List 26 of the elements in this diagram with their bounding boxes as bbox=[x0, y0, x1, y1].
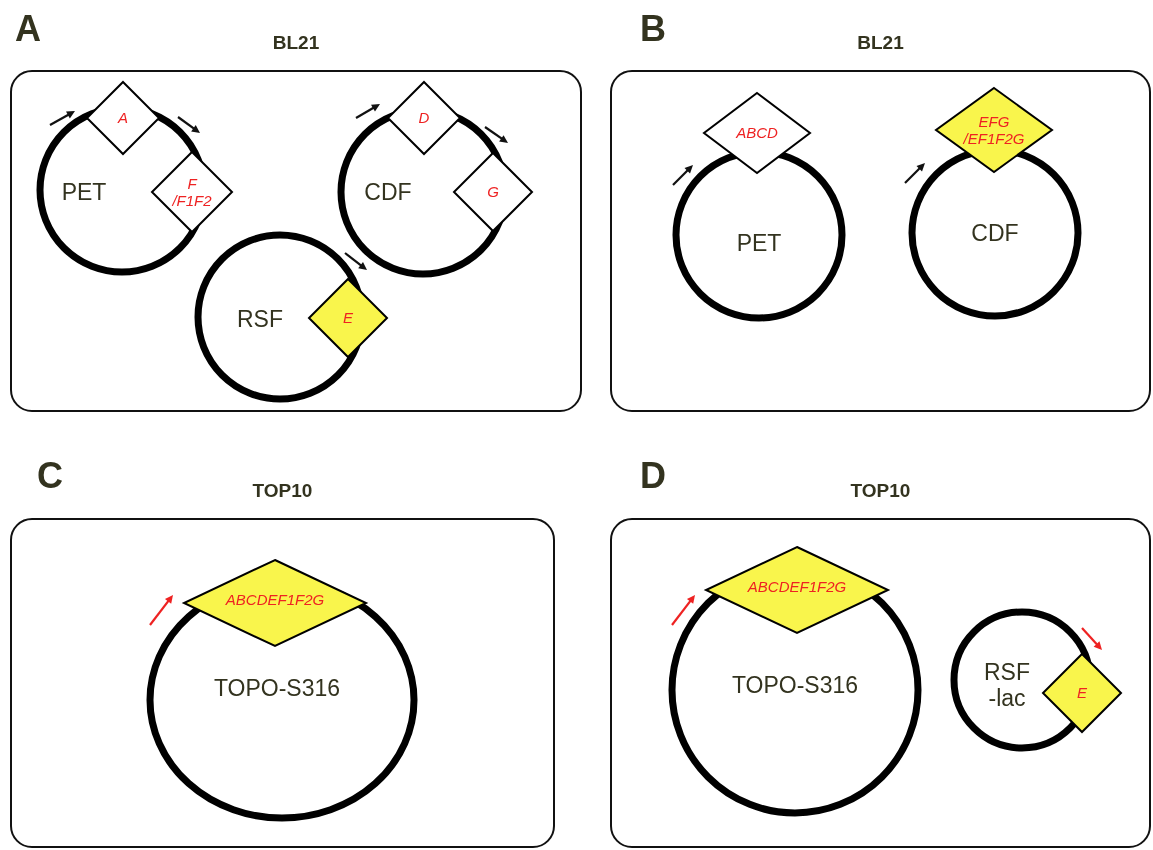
gene-label: A bbox=[118, 109, 128, 127]
gene-label: ABCDEF1F2G bbox=[225, 591, 325, 609]
gene-label: F /F1F2 bbox=[171, 175, 213, 209]
gene-label: EFG /EF1F2G bbox=[962, 113, 1026, 147]
gene-label: E bbox=[343, 309, 353, 327]
cell-title: BL21 bbox=[272, 32, 320, 54]
gene-label: ABCD bbox=[736, 124, 778, 142]
cell-title: TOP10 bbox=[850, 480, 911, 502]
plasmid-name: RSF -lac bbox=[983, 658, 1031, 712]
plasmid-name: CDF bbox=[971, 219, 1019, 247]
plasmid-name: TOPO-S316 bbox=[213, 674, 341, 702]
gene-label: D bbox=[418, 109, 430, 127]
gene-label: G bbox=[487, 183, 499, 201]
plasmid-name: PET bbox=[61, 178, 107, 206]
plasmid-name: PET bbox=[736, 229, 782, 257]
cell-title: BL21 bbox=[857, 32, 904, 54]
panel-letter: C bbox=[37, 455, 63, 497]
gene-label: E bbox=[1077, 684, 1087, 702]
panel-letter: B bbox=[640, 8, 666, 50]
plasmid-name: CDF bbox=[364, 178, 412, 206]
panel-letter: A bbox=[15, 8, 41, 50]
plasmid-name: TOPO-S316 bbox=[731, 671, 859, 699]
plasmid-name: RSF bbox=[237, 305, 283, 333]
cell-title: TOP10 bbox=[252, 480, 313, 502]
gene-label: ABCDEF1F2G bbox=[747, 578, 847, 596]
panel-letter: D bbox=[640, 455, 666, 497]
